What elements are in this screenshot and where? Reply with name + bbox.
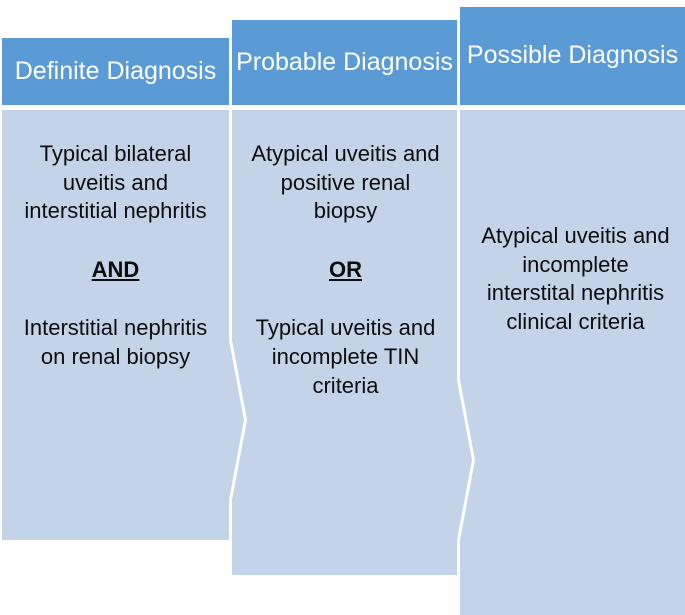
column-probable-body: Atypical uveitis and positive renal biop…	[248, 140, 443, 400]
definite-connector-and: AND	[91, 256, 140, 282]
column-probable-header-shape	[232, 20, 457, 105]
column-possible-header-label: Possible Diagnosis	[466, 41, 679, 70]
probable-criterion-1b: Typical uveitis and incomplete TIN crite…	[255, 315, 436, 398]
column-definite-header-label: Definite Diagnosis	[14, 56, 217, 85]
column-possible-header: Possible Diagnosis	[460, 7, 685, 105]
column-definite-header: Definite Diagnosis	[2, 38, 229, 105]
possible-criterion-1: Atypical uveitis and incomplete intersti…	[481, 223, 670, 334]
column-possible-header-shape	[460, 7, 685, 105]
column-possible-body: Atypical uveitis and incomplete intersti…	[478, 222, 673, 336]
probable-connector-or: OR	[329, 256, 362, 282]
column-possible-body-shape	[460, 110, 685, 615]
probable-criterion-1: Atypical uveitis and positive renal biop…	[251, 141, 440, 224]
definite-criterion-2: Interstitial nephritis on renal biopsy	[23, 315, 208, 369]
column-probable-body-shape	[232, 110, 472, 575]
column-definite-header-shape	[2, 38, 229, 105]
column-definite-body: Typical bilateral uveitis and interstiti…	[18, 140, 213, 372]
definite-criterion-1: Typical bilateral uveitis and interstiti…	[24, 141, 207, 224]
column-probable-header: Probable Diagnosis	[232, 20, 457, 105]
column-probable-header-label: Probable Diagnosis	[236, 47, 453, 76]
column-definite-body-shape	[2, 110, 244, 540]
